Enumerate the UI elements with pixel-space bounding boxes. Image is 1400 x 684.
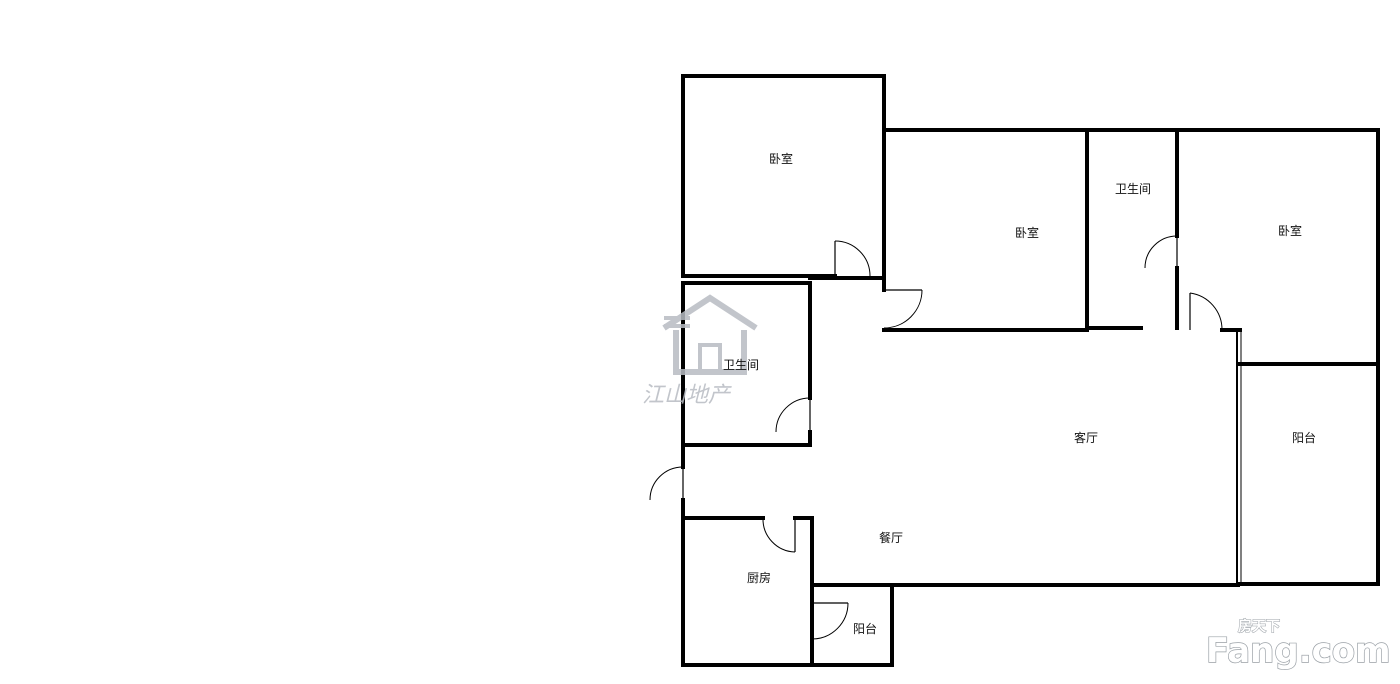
label-dining-room: 餐厅 xyxy=(879,530,903,545)
bathroom-2-walls xyxy=(1085,128,1179,330)
label-bedroom-1: 卧室 xyxy=(769,151,793,166)
balcony-small-walls xyxy=(810,583,894,667)
label-balcony-2: 阳台 xyxy=(853,621,877,636)
walls xyxy=(681,74,1380,667)
label-bedroom-3: 卧室 xyxy=(1278,223,1302,238)
bedroom-2-walls xyxy=(882,128,1380,332)
door-bathroom-1 xyxy=(775,397,811,433)
door-bedroom-3 xyxy=(1189,292,1223,331)
door-bathroom-2 xyxy=(1144,235,1178,269)
label-balcony-1: 阳台 xyxy=(1292,430,1316,445)
brand-logo: 房天下 Fang.com xyxy=(1205,618,1391,672)
brand-logo-cn: 房天下 xyxy=(1238,618,1280,635)
kitchen-walls xyxy=(681,516,814,667)
door-entrance xyxy=(649,466,684,501)
bedroom-3-walls xyxy=(1220,128,1380,366)
label-kitchen: 厨房 xyxy=(747,570,771,585)
label-living-room: 客厅 xyxy=(1074,430,1098,445)
door-bedroom-2 xyxy=(883,289,923,329)
door-balcony-small xyxy=(811,602,849,640)
corridor-walls xyxy=(681,276,886,520)
balcony-right-walls xyxy=(1236,362,1380,586)
doors xyxy=(649,235,1223,640)
label-bedroom-2: 卧室 xyxy=(1015,225,1039,240)
label-bathroom-1: 卫生间 xyxy=(723,358,759,372)
room-labels: 卧室 卧室 卧室 卫生间 卫生间 客厅 阳台 餐厅 厨房 阳台 xyxy=(723,151,1316,636)
agency-name: 江山地产 xyxy=(642,383,732,408)
bathroom-1-walls xyxy=(681,281,812,447)
door-kitchen xyxy=(762,517,796,553)
door-bedroom-1 xyxy=(834,240,871,277)
watermark: 江山地产 xyxy=(642,294,758,408)
brand-logo-main: Fang.com xyxy=(1206,631,1391,671)
label-bathroom-2: 卫生间 xyxy=(1115,182,1151,196)
house-logo-icon xyxy=(662,294,758,375)
